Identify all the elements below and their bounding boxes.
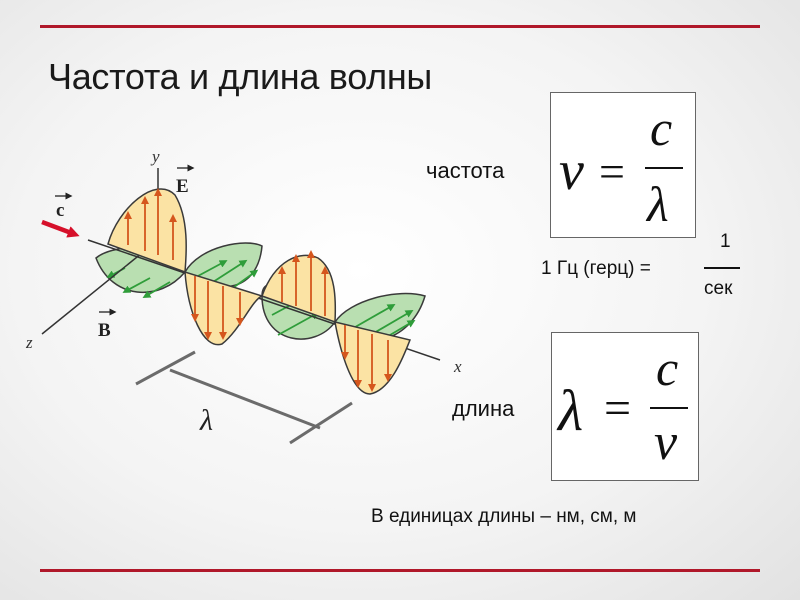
frequency-label: частота [426, 158, 505, 183]
label-e-vector: E [176, 164, 195, 197]
svg-text:c: c [56, 200, 64, 221]
frequency-lhs: ν [559, 140, 584, 202]
svg-text:B: B [98, 320, 111, 341]
label-c-vector: c [55, 192, 73, 221]
e-field-arrows [124, 188, 392, 392]
wavelength-bracket [135, 350, 353, 445]
hertz-definition: 1 Гц (герц) = [541, 258, 651, 279]
wavelength-fraction-bar [650, 407, 688, 409]
hertz-fraction-bar [704, 267, 740, 269]
hertz-denominator: сек [704, 278, 733, 299]
frequency-denominator: λ [647, 176, 669, 232]
wavelength-lhs: λ [558, 378, 584, 443]
label-wavelength: λ [199, 404, 213, 437]
bottom-divider [40, 569, 760, 572]
top-divider [40, 25, 760, 28]
wavelength-label: длина [452, 396, 515, 421]
svg-text:E: E [176, 176, 189, 197]
wavelength-denominator: ν [654, 414, 678, 471]
label-b-vector: B [98, 308, 117, 341]
label-x-axis: x [453, 357, 462, 376]
page-title: Частота и длина волны [48, 56, 432, 97]
label-y-axis: y [150, 147, 160, 166]
frequency-fraction-bar [645, 167, 683, 169]
wavelength-numerator: c [656, 340, 679, 396]
hertz-numerator: 1 [720, 231, 731, 252]
em-wave-diagram: c E B y z x λ [25, 147, 462, 445]
wavelength-formula: λ = c ν [551, 332, 699, 481]
frequency-equals: = [599, 146, 625, 197]
frequency-numerator: c [650, 100, 673, 156]
frequency-formula: ν = c λ [550, 92, 696, 238]
label-z-axis: z [25, 333, 33, 352]
units-note: В единицах длины – нм, см, м [371, 506, 637, 527]
velocity-arrow [41, 219, 80, 238]
wavelength-equals: = [604, 382, 632, 435]
